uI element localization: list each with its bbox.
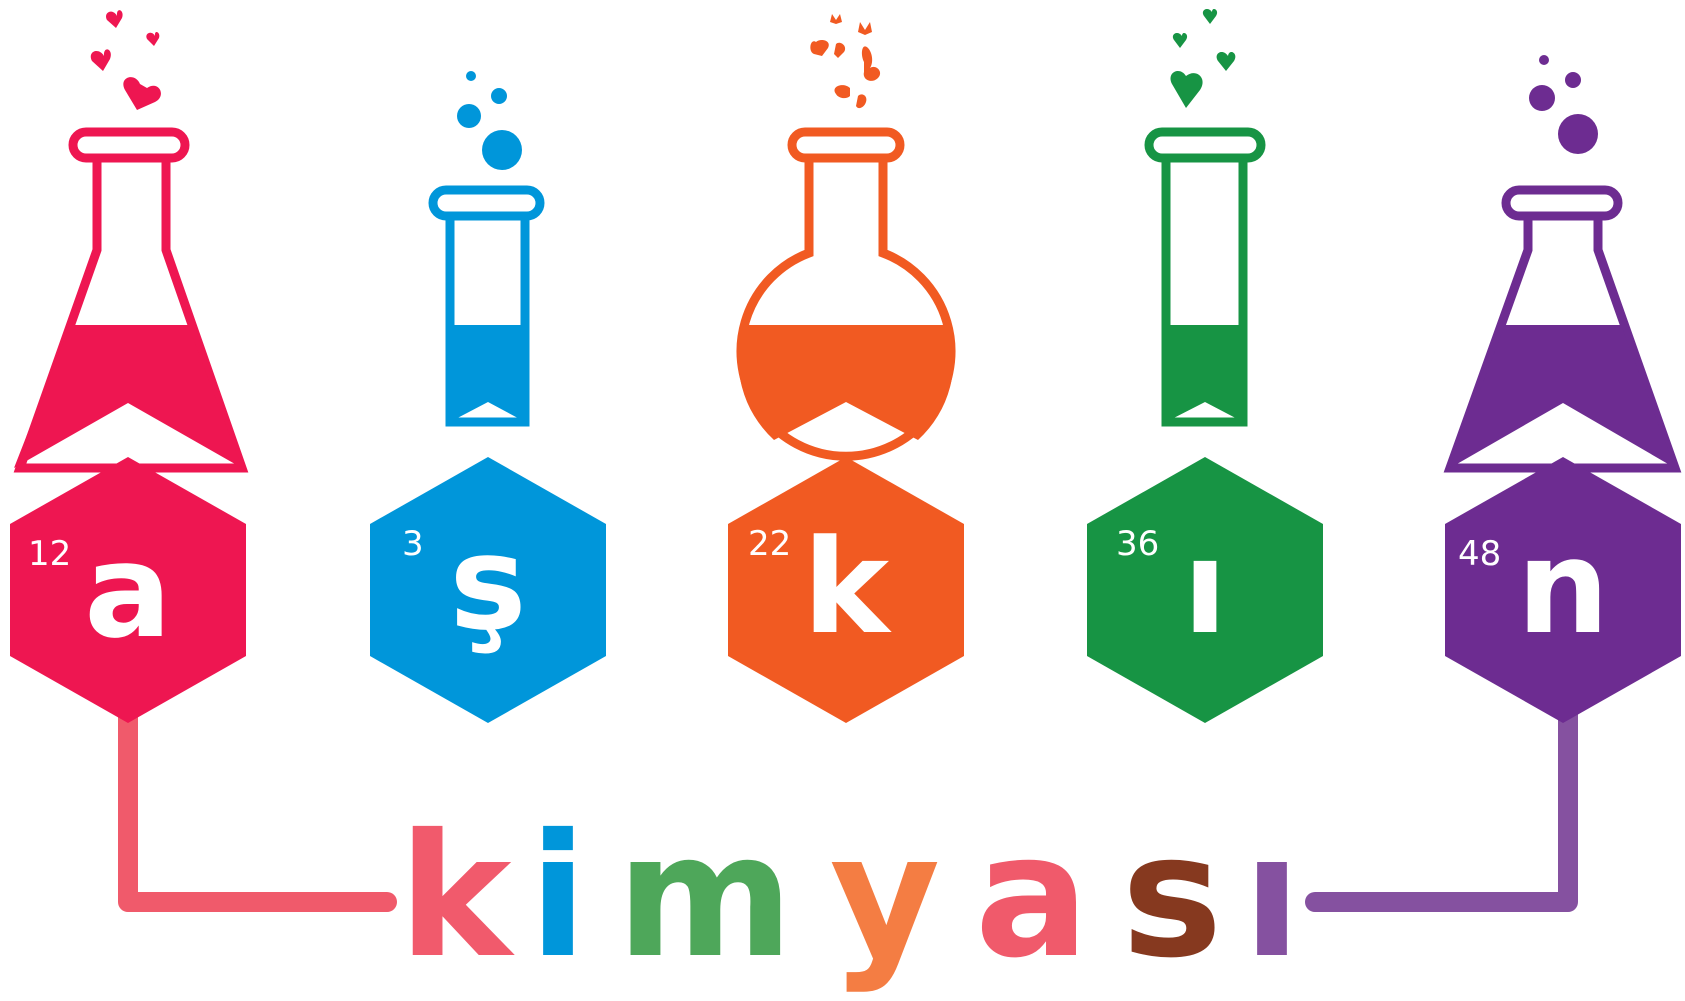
atomic-number: 22 bbox=[748, 524, 791, 564]
word-letter-y: y bbox=[830, 798, 941, 996]
butterflies-icon bbox=[810, 14, 881, 109]
element-group-5: 48 n bbox=[1443, 55, 1682, 723]
element-hexagon bbox=[1087, 457, 1323, 723]
element-group-2: 3 ş bbox=[370, 71, 606, 723]
atomic-number: 12 bbox=[28, 534, 71, 574]
hearts-icon bbox=[90, 10, 161, 110]
hearts-icon bbox=[1170, 9, 1236, 108]
element-letter: ı bbox=[1183, 511, 1228, 663]
atomic-number: 36 bbox=[1116, 524, 1159, 564]
flask-liquid bbox=[1450, 325, 1675, 468]
element-letter: a bbox=[84, 515, 172, 667]
tube-liquid bbox=[1162, 325, 1247, 424]
element-hexagon bbox=[370, 457, 606, 723]
word-letter-k: k bbox=[398, 798, 515, 996]
tube-outline bbox=[1161, 158, 1248, 427]
element-group-1: 12 a bbox=[10, 10, 249, 723]
word-kimyasi: k i m y a s ı bbox=[398, 798, 1301, 996]
flask-lip bbox=[68, 127, 190, 163]
round-flask-lip bbox=[787, 127, 905, 163]
round-flask-outline bbox=[736, 158, 956, 461]
bubbles-icon bbox=[457, 71, 522, 170]
element-letter: n bbox=[1517, 511, 1610, 663]
element-hexagon bbox=[10, 457, 246, 723]
bubbles-icon bbox=[1529, 55, 1598, 154]
element-group-3: 22 k bbox=[728, 14, 964, 723]
word-letter-i: i bbox=[529, 798, 587, 996]
connector-line-right bbox=[1305, 702, 1578, 912]
word-letter-s: s bbox=[1121, 798, 1222, 996]
element-hexagon bbox=[728, 457, 964, 723]
element-hexagon bbox=[1445, 457, 1681, 723]
round-flask-liquid bbox=[738, 325, 954, 440]
flask-liquid bbox=[14, 325, 242, 468]
tube-liquid bbox=[446, 325, 529, 424]
tube-outline bbox=[445, 216, 530, 427]
word-letter-m: m bbox=[616, 798, 793, 996]
word-letter-a: a bbox=[975, 798, 1090, 996]
connector-line-left bbox=[118, 702, 397, 912]
atomic-number: 3 bbox=[402, 524, 424, 564]
flask-lip bbox=[1501, 185, 1623, 221]
tube-lip bbox=[428, 185, 545, 221]
element-letter: ş bbox=[449, 507, 526, 659]
atomic-number: 48 bbox=[1458, 534, 1501, 574]
element-letter: k bbox=[803, 511, 892, 663]
tube-lip bbox=[1144, 127, 1266, 163]
element-group-4: 36 ı bbox=[1087, 9, 1323, 723]
word-letter-dotless-i: ı bbox=[1243, 798, 1301, 996]
